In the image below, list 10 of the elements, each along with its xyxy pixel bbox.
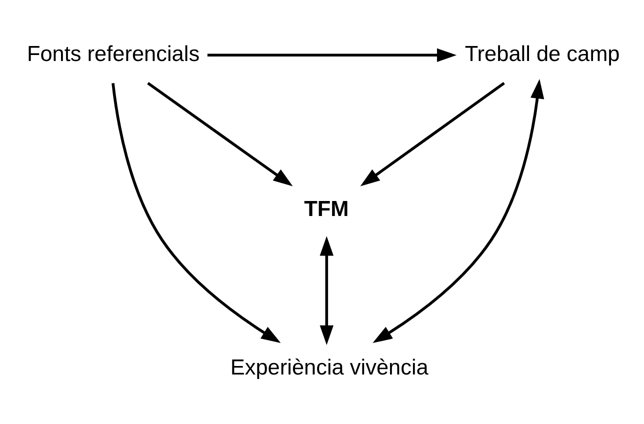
node-text: Fonts referencials bbox=[26, 40, 200, 66]
arrow bbox=[372, 78, 544, 344]
node-text: Experiència vivència bbox=[230, 354, 428, 380]
arrow bbox=[207, 48, 457, 62]
arrow bbox=[112, 83, 281, 343]
node-text: Treball de camp bbox=[464, 40, 620, 66]
node-text: TFM bbox=[304, 196, 349, 222]
arrow bbox=[360, 82, 505, 186]
arrow bbox=[147, 82, 293, 186]
arrow bbox=[320, 236, 334, 346]
